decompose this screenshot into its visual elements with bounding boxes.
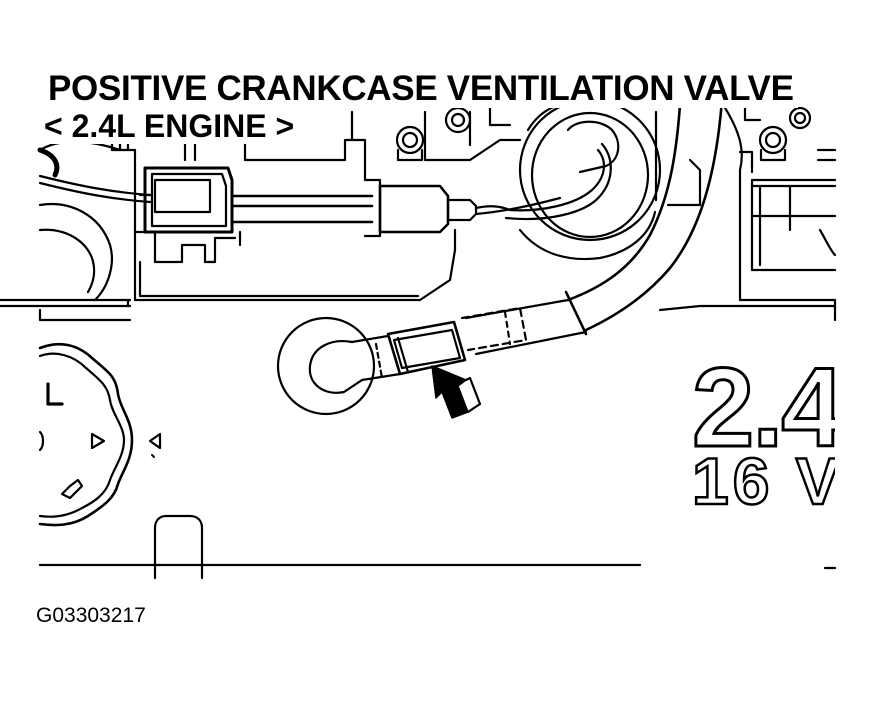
arrow-pointing-to-pcv-valve-icon	[431, 365, 482, 419]
valve-cover-surface	[0, 298, 837, 580]
figure-code: G03303217	[36, 604, 146, 627]
diagram-subtitle: < 2.4L ENGINE >	[40, 108, 303, 144]
pcv-hose	[460, 98, 732, 356]
pcv-valve	[276, 316, 467, 416]
badge-valve-count: 16 V	[691, 444, 835, 518]
diagram-title: POSITIVE CRANKCASE VENTILATION VALVE	[46, 70, 798, 108]
badge-displacement: 2.4	[691, 350, 835, 470]
oil-filler-cap-icon	[38, 342, 162, 527]
engine-badge: 2.4 16 V	[690, 350, 835, 530]
